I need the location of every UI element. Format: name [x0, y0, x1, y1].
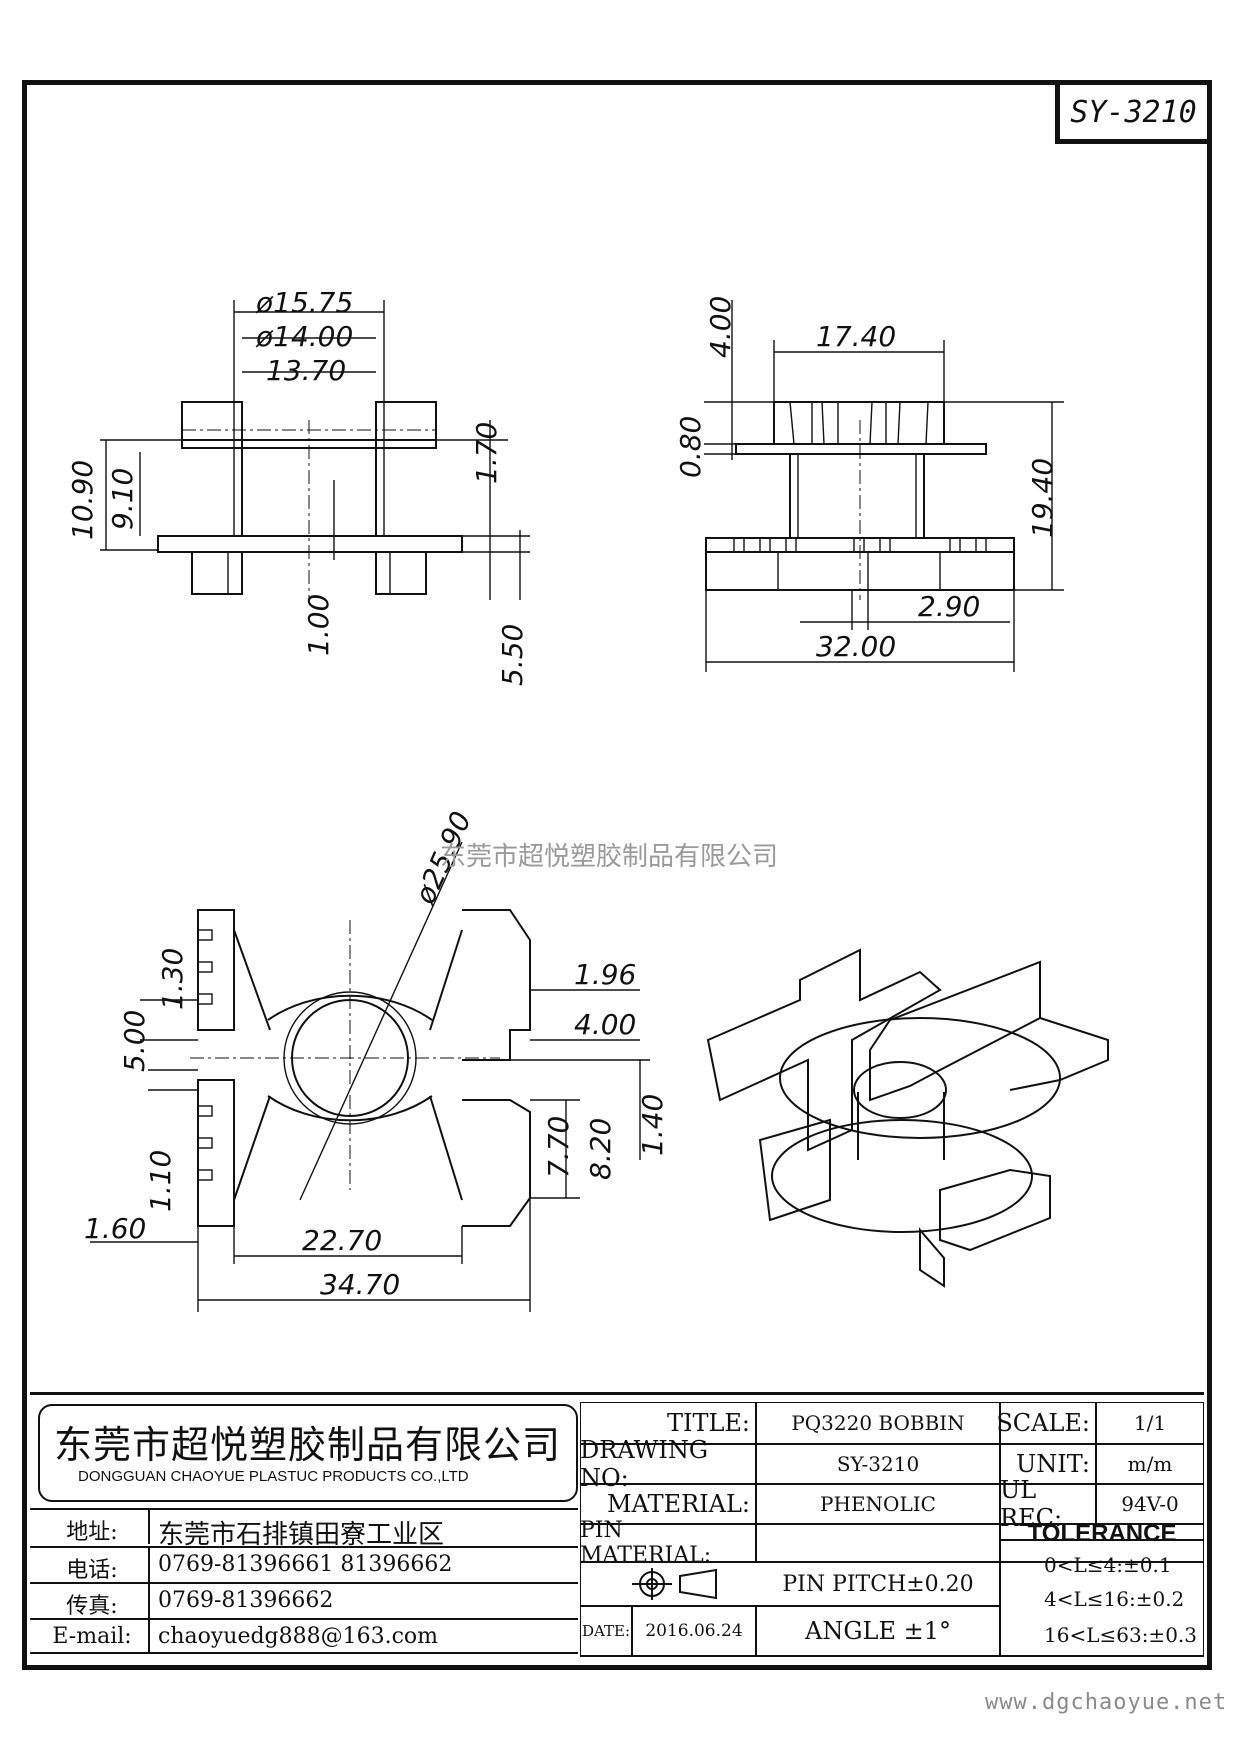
dim-front-w1: 13.70 — [266, 354, 346, 387]
dim-top-g: 7.70 — [542, 1116, 575, 1178]
dim-front-b1: 1.00 — [302, 594, 335, 656]
pin-material-value — [756, 1524, 1000, 1562]
scale-label: SCALE: — [996, 1409, 1090, 1437]
contact-table: 地址: 东莞市石排镇田寮工业区 电话: 0769-81396661 813966… — [30, 1508, 578, 1658]
drawing-frame — [22, 80, 1212, 1670]
tolerance-3: 16<L≤63:±0.3 — [1044, 1623, 1197, 1647]
top-view — [90, 841, 650, 1312]
date-value: 2016.06.24 — [645, 1621, 743, 1641]
ul-label: UL REC: — [1000, 1476, 1063, 1532]
title-value: PQ3220 BOBBIN — [791, 1411, 965, 1435]
pin-pitch: PIN PITCH±0.20 — [782, 1571, 974, 1597]
ul-value: 94V-0 — [1121, 1492, 1179, 1516]
isometric-view — [706, 948, 1109, 1288]
dim-top-a: 1.30 — [156, 948, 189, 1010]
dim-front-od2: ø14.00 — [255, 320, 353, 353]
dim-top-w2: 34.70 — [320, 1268, 400, 1301]
front-view — [100, 300, 530, 600]
tolerance-label: TOLERANCE — [1027, 1520, 1177, 1547]
dim-top-e: 1.96 — [574, 958, 636, 991]
info-grid: TITLE: PQ3220 BOBBIN DRAWING NO: SY-3210… — [580, 1402, 1204, 1658]
dim-top-w1: 22.70 — [302, 1224, 382, 1257]
email-row: E-mail: chaoyuedg888@163.com — [30, 1618, 578, 1654]
material-label: MATERIAL: — [606, 1490, 750, 1518]
tolerance-1: 0<L≤4:±0.1 — [1044, 1553, 1172, 1577]
dim-top-i: 1.40 — [636, 1094, 669, 1156]
dim-top-d: 1.60 — [84, 1212, 146, 1245]
dim-side-f: 0.80 — [674, 416, 707, 478]
dim-side-pin: 2.90 — [918, 590, 980, 623]
tolerance-2: 4<L≤16:±0.2 — [1044, 1587, 1185, 1611]
phone-row: 电话: 0769-81396661 81396662 — [30, 1546, 578, 1583]
side-view — [704, 300, 1064, 672]
dim-top-f: 4.00 — [574, 1008, 636, 1041]
dim-side-top: 4.00 — [704, 296, 737, 358]
title-label: TITLE: — [666, 1409, 750, 1437]
dim-front-od1: ø15.75 — [255, 286, 353, 319]
dim-side-h: 19.40 — [1026, 458, 1059, 538]
dim-front-h2: 9.10 — [106, 468, 139, 530]
pin-material-label: PIN MATERIAL: — [580, 1518, 712, 1568]
date-label: DATE: — [581, 1622, 631, 1640]
drawing-code: SY-3210 — [1070, 94, 1197, 130]
scale-value: 1/1 — [1133, 1411, 1167, 1435]
dim-front-h1: 10.90 — [66, 460, 99, 540]
company-box: 东莞市超悦塑胶制品有限公司 DONGGUAN CHAOYUE PLASTUC P… — [38, 1404, 578, 1502]
dim-side-total: 32.00 — [816, 630, 896, 663]
material-value: PHENOLIC — [820, 1492, 936, 1516]
dim-top-c: 1.10 — [144, 1150, 177, 1212]
drawing-no-value: SY-3210 — [836, 1452, 920, 1476]
address-row: 地址: 东莞市石排镇田寮工业区 — [30, 1508, 578, 1550]
unit-value: m/m — [1127, 1452, 1173, 1476]
drawing-no-label: DRAWING NO: — [580, 1436, 708, 1492]
dim-front-r1: 1.70 — [470, 422, 503, 484]
fax-row: 传真: 0769-81396662 — [30, 1582, 578, 1619]
watermark: 东莞市超悦塑胶制品有限公司 — [440, 842, 779, 872]
title-block: 东莞市超悦塑胶制品有限公司 DONGGUAN CHAOYUE PLASTUC P… — [30, 1392, 1204, 1662]
dim-top-h: 8.20 — [584, 1118, 617, 1180]
dim-side-w: 17.40 — [816, 320, 896, 353]
dim-front-b2: 5.50 — [496, 624, 529, 686]
company-name-cn: 东莞市超悦塑胶制品有限公司 — [54, 1423, 562, 1467]
angle: ANGLE ±1° — [805, 1617, 951, 1645]
drawing-code-box: SY-3210 — [1055, 80, 1212, 144]
unit-label: UNIT: — [1016, 1450, 1090, 1478]
projection-symbol — [632, 1568, 717, 1600]
website: www.dgchaoyue.net — [985, 1690, 1228, 1715]
company-name-en: DONGGUAN CHAOYUE PLASTUC PRODUCTS CO.,LT… — [78, 1468, 469, 1485]
dim-top-b: 5.00 — [118, 1010, 151, 1072]
